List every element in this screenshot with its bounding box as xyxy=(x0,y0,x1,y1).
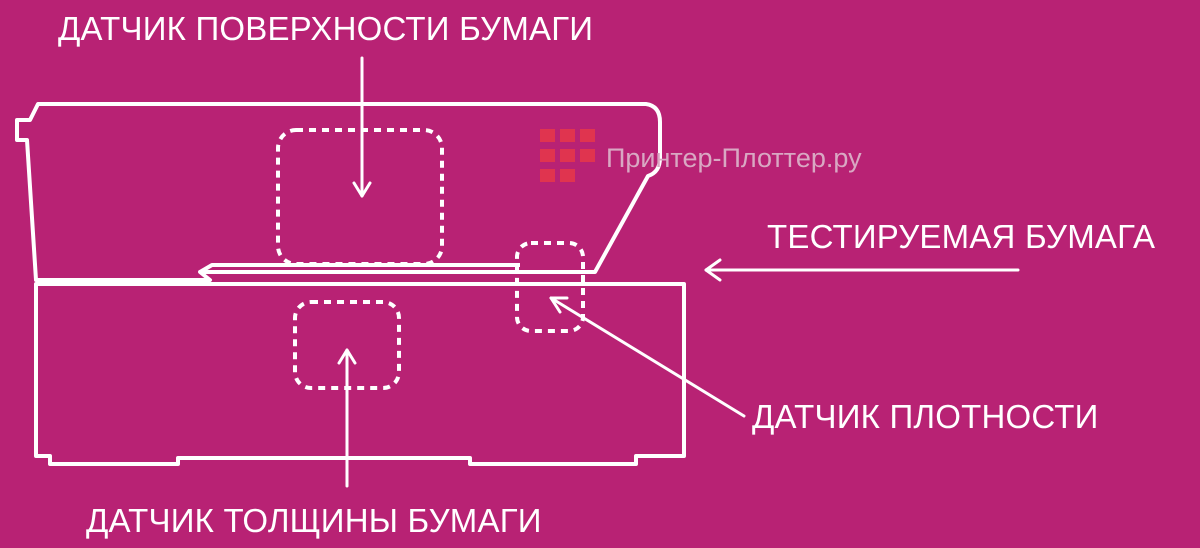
watermark-logo-icon xyxy=(540,129,595,182)
thickness-sensor-label: ДАТЧИК ТОЛЩИНЫ БУМАГИ xyxy=(86,502,542,539)
watermark-text: Принтер-Плоттер.ру xyxy=(606,143,862,173)
surface-sensor-zone xyxy=(276,128,444,266)
surface-sensor-label: ДАТЧИК ПОВЕРХНОСТИ БУМАГИ xyxy=(58,10,593,47)
tested-paper-arrow xyxy=(704,258,1020,282)
tested-paper-label: ТЕСТИРУЕМАЯ БУМАГА xyxy=(767,218,1155,255)
density-sensor-arrow xyxy=(549,296,746,418)
printer-lower-body xyxy=(34,282,686,466)
printer-upper-body xyxy=(15,102,662,282)
density-sensor-zone xyxy=(515,241,585,333)
density-sensor-label: ДАТЧИК ПЛОТНОСТИ xyxy=(752,398,1099,435)
surface-sensor-arrow xyxy=(352,56,372,198)
thickness-sensor-arrow xyxy=(337,348,357,488)
